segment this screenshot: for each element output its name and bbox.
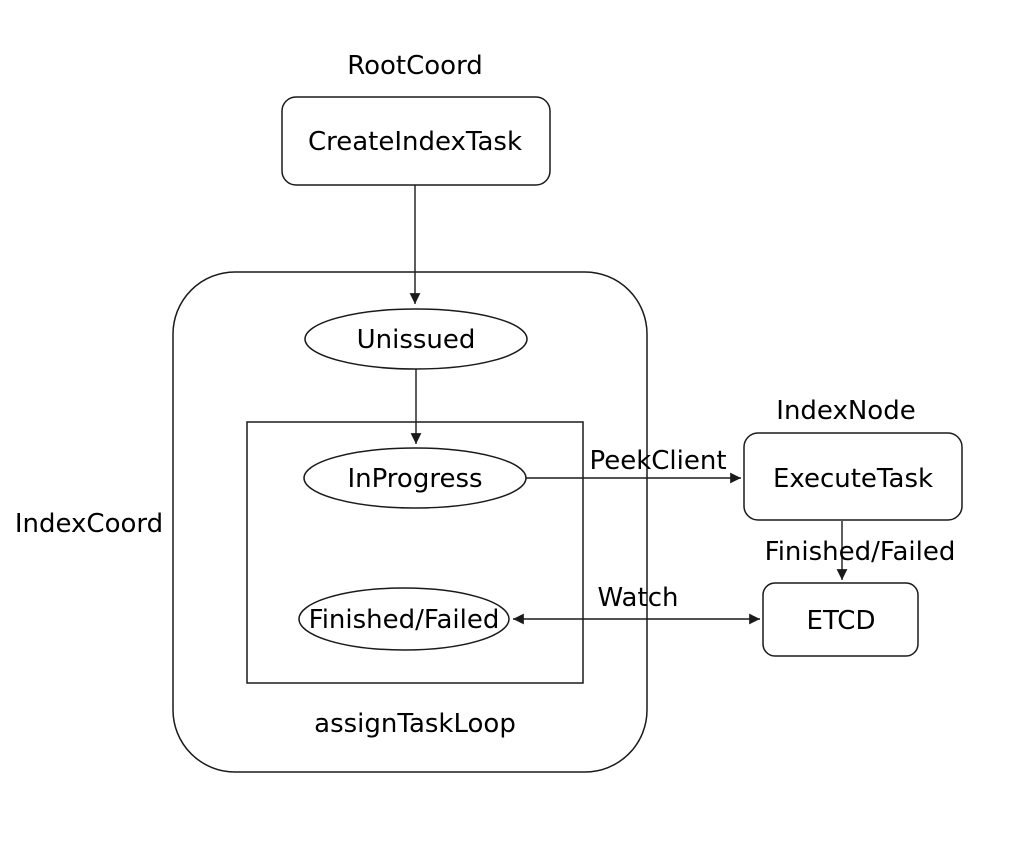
etcd-label: ETCD [807,606,876,636]
index-node-label: IndexNode [776,396,915,426]
etcd-box [762,582,919,657]
assign-task-loop-label: assignTaskLoop [314,709,516,739]
create-index-task-label: CreateIndexTask [308,127,522,157]
unissued-label: Unissued [357,325,476,355]
index-coord-container [172,271,648,773]
finished-failed-ellipse [298,587,510,651]
execute-task-label: ExecuteTask [773,464,933,494]
assign-task-loop-box [246,421,584,684]
watch-edge-label: Watch [598,583,679,613]
create-index-task-box [281,96,551,186]
index-coord-label: IndexCoord [15,509,163,539]
peek-client-edge-label: PeekClient [589,446,726,476]
execute-task-box [743,432,963,521]
in-progress-label: InProgress [347,464,482,494]
finished-failed-state-label: Finished/Failed [309,605,500,635]
root-coord-label: RootCoord [347,51,483,81]
finished-failed-edge-label: Finished/Failed [765,537,956,567]
